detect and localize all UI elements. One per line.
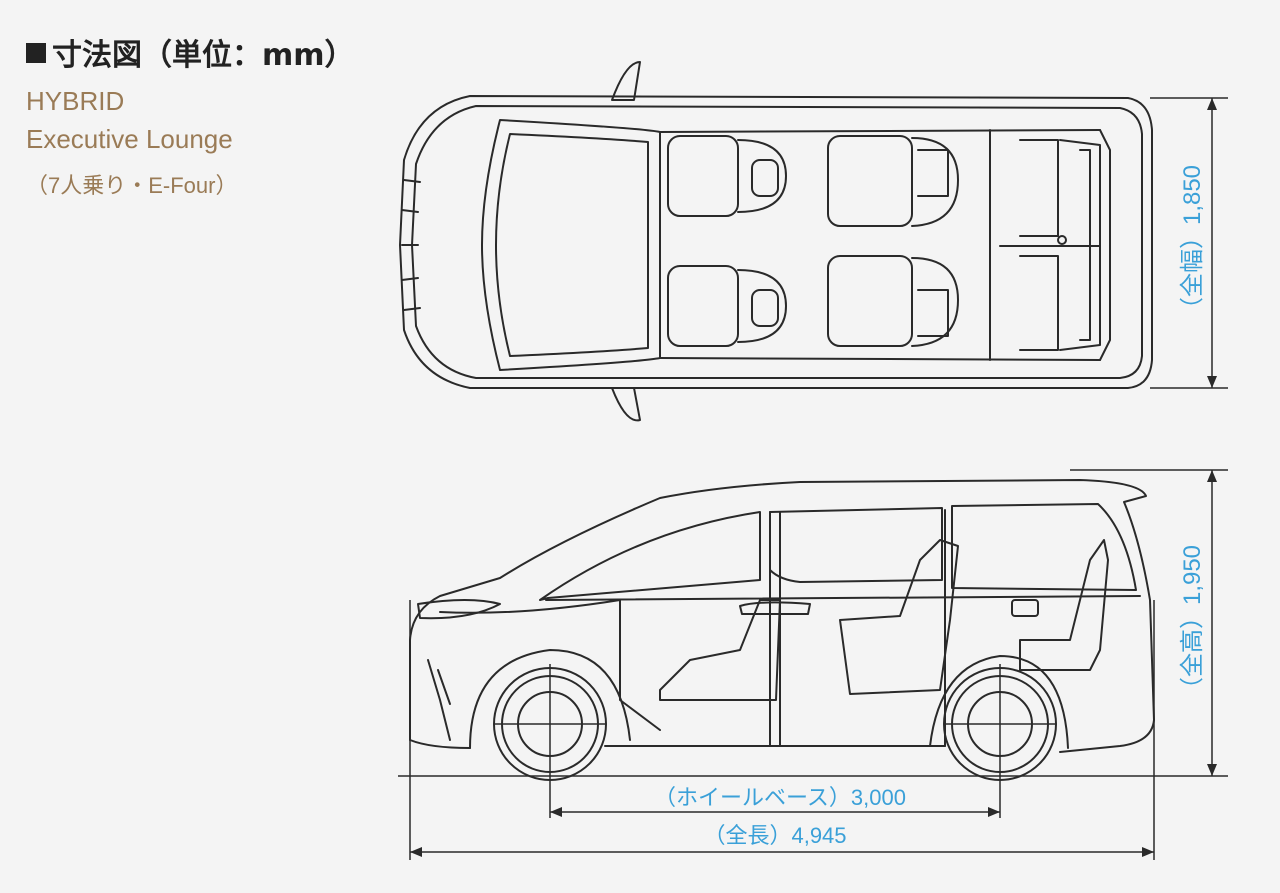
length-dimension-label: （全長）4,945 bbox=[703, 823, 846, 848]
width-dimension-label: （全幅）1,850 bbox=[1179, 165, 1206, 321]
page-title: 寸法図（単位：mm） bbox=[26, 30, 355, 74]
black-square-icon bbox=[26, 43, 46, 63]
top-view-vehicle bbox=[399, 61, 1153, 422]
side-view-vehicle bbox=[409, 479, 1155, 781]
dimension-lines bbox=[398, 97, 1228, 860]
dimension-arrowheads bbox=[410, 98, 1217, 857]
page-title-text: 寸法図（単位：mm） bbox=[52, 38, 355, 73]
wheelbase-dimension-label: （ホイールベース）3,000 bbox=[654, 785, 906, 810]
model-line-seating: （7人乗り・E-Four） bbox=[26, 173, 238, 198]
height-dimension-label: （全高）1,950 bbox=[1179, 545, 1206, 701]
model-line-hybrid: HYBRID bbox=[26, 86, 125, 116]
model-line-grade: Executive Lounge bbox=[26, 124, 233, 154]
